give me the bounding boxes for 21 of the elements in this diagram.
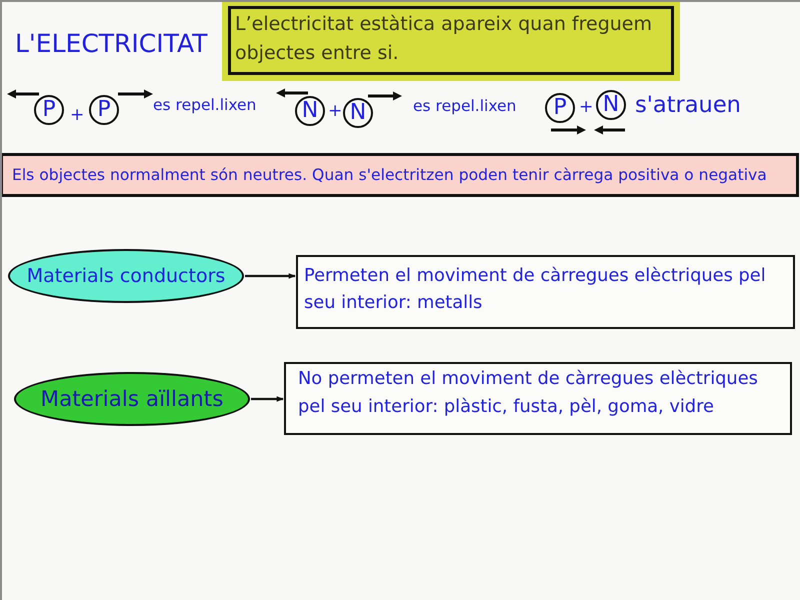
title: L'ELECTRICITAT (15, 29, 208, 59)
info-band: Els objectes normalment són neutres. Quan s'electritzen poden tenir càrrega positiva o negativa (2, 153, 799, 197)
arrow (245, 273, 296, 279)
category-ellipse: Materials aïllants (14, 372, 250, 426)
plus-sign: + (579, 97, 594, 118)
relation-text: s'atrauen (635, 92, 741, 119)
charge-circle: N (596, 90, 626, 120)
charge-circle: P (89, 95, 119, 125)
charge-circle: P (545, 93, 575, 123)
charge-circle: P (34, 95, 64, 125)
note-box: L’electricitat estàtica apareix quan freguem objectes entre si. (222, 2, 680, 81)
arrow (251, 396, 284, 402)
relation-text: es repel.lixen (413, 97, 516, 116)
charge-circle: N (343, 98, 373, 128)
plus-sign: + (70, 105, 84, 126)
description-box: No permeten el moviment de càrregues elèctriques pel seu interior: plàstic, fusta, pèl, goma, vidre (284, 362, 792, 435)
plus-sign: + (328, 101, 342, 122)
description-box: Permeten el moviment de càrregues elèctriques pel seu interior: metalls (296, 255, 795, 329)
relation-text: es repel.lixen (153, 96, 256, 115)
category-ellipse: Materials conductors (8, 249, 244, 303)
charge-circle: N (295, 96, 325, 126)
